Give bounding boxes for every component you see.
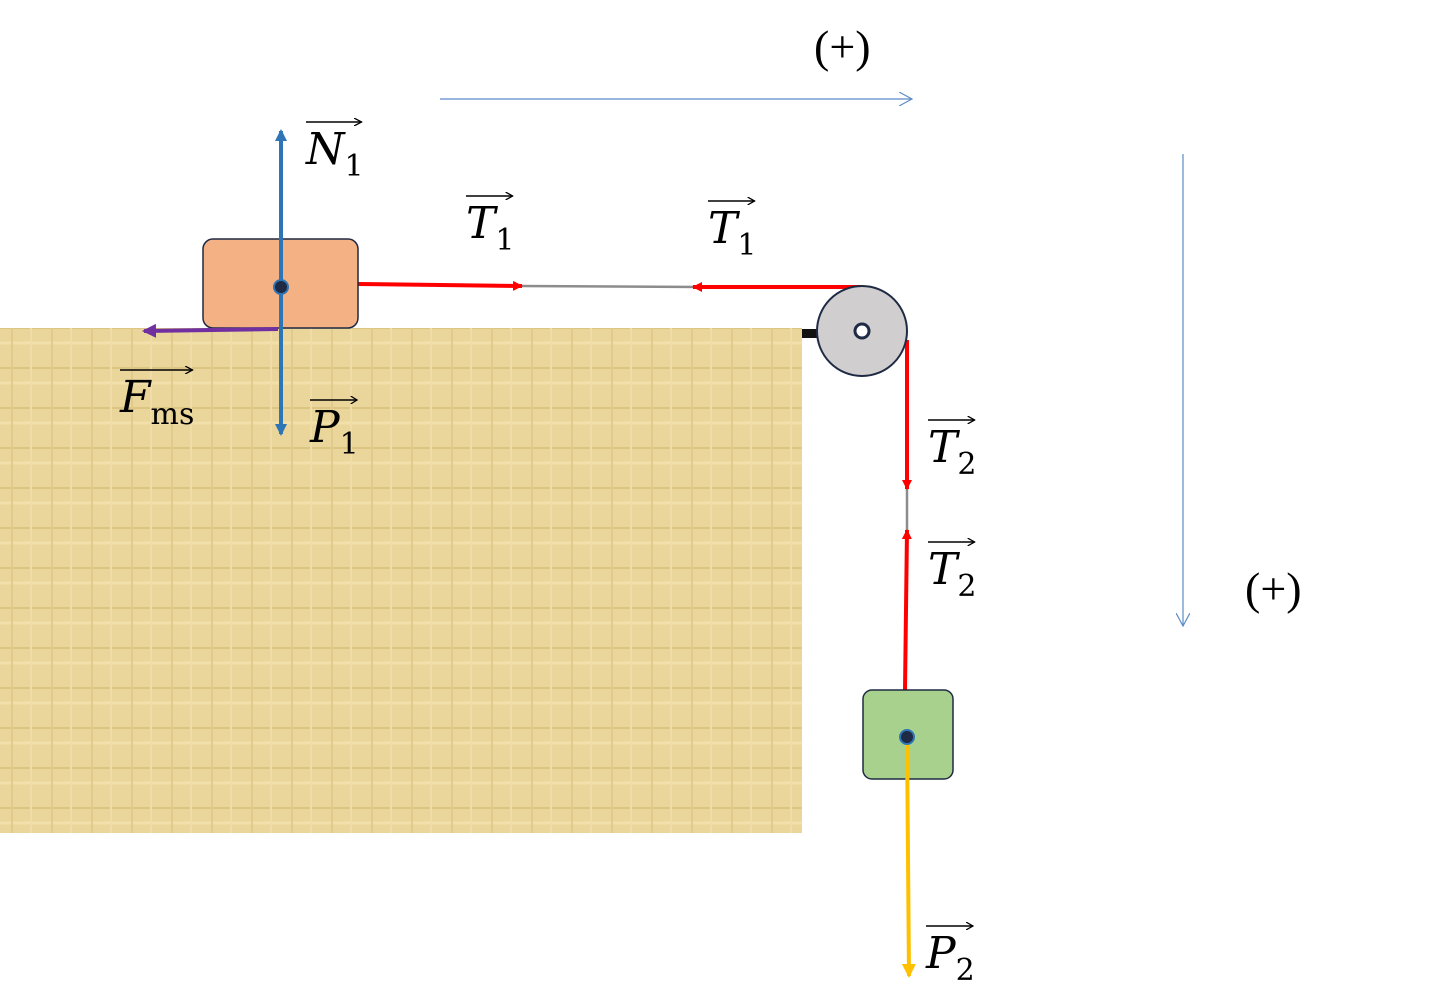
label-sub: 1: [339, 427, 359, 462]
label-main: T: [708, 203, 738, 254]
label-sub: 1: [737, 228, 757, 263]
label-tension-t1-right: T1: [708, 207, 756, 261]
label-main: N: [306, 124, 345, 175]
label-tension-t1-left: T1: [466, 202, 514, 256]
label-sub: 2: [957, 569, 977, 604]
label-main: T: [928, 544, 958, 595]
label-tension-t2-top: T2: [928, 426, 976, 480]
tension-arrow-t2-up: [901, 529, 912, 691]
vector-arrow-icon: [466, 190, 514, 202]
pulley-clamp: [802, 329, 818, 338]
label-tension-t2-bottom: T2: [928, 548, 976, 602]
label-sub: 1: [344, 149, 364, 184]
label-sub: ms: [150, 397, 195, 432]
vector-arrow-icon: [310, 394, 359, 406]
label-normal-force-n1: N1: [306, 128, 364, 182]
weight-arrow-block-2: [901, 736, 916, 978]
label-sub: 2: [957, 447, 977, 482]
positive-direction-vertical-label: (+): [1245, 563, 1302, 614]
block-2-center: [899, 729, 915, 745]
vector-arrow-icon: [306, 116, 364, 128]
vector-arrow-icon: [928, 414, 976, 426]
label-main: P: [926, 928, 956, 979]
positive-direction-horizontal-label: (+): [814, 21, 871, 72]
label-main: T: [466, 198, 496, 249]
label-main: F: [120, 372, 151, 423]
label-friction-fms: Fms: [120, 376, 194, 430]
string-horizontal: [519, 284, 701, 289]
vector-arrow-icon: [120, 364, 194, 376]
friction-arrow: [142, 323, 279, 338]
block-1-center: [273, 279, 289, 295]
vector-arrow-icon: [708, 195, 756, 207]
pulley-axle: [853, 322, 871, 340]
label-sub: 1: [495, 223, 515, 258]
table-surface: [0, 328, 802, 833]
tension-arrow-t1-on-block: [357, 280, 523, 291]
label-weight-p2: P2: [926, 932, 975, 986]
label-main: T: [928, 422, 958, 473]
label-weight-p1: P1: [310, 406, 359, 460]
vector-arrow-icon: [926, 920, 975, 932]
label-sub: 2: [955, 953, 975, 988]
label-main: P: [310, 402, 340, 453]
vector-arrow-icon: [928, 536, 976, 548]
